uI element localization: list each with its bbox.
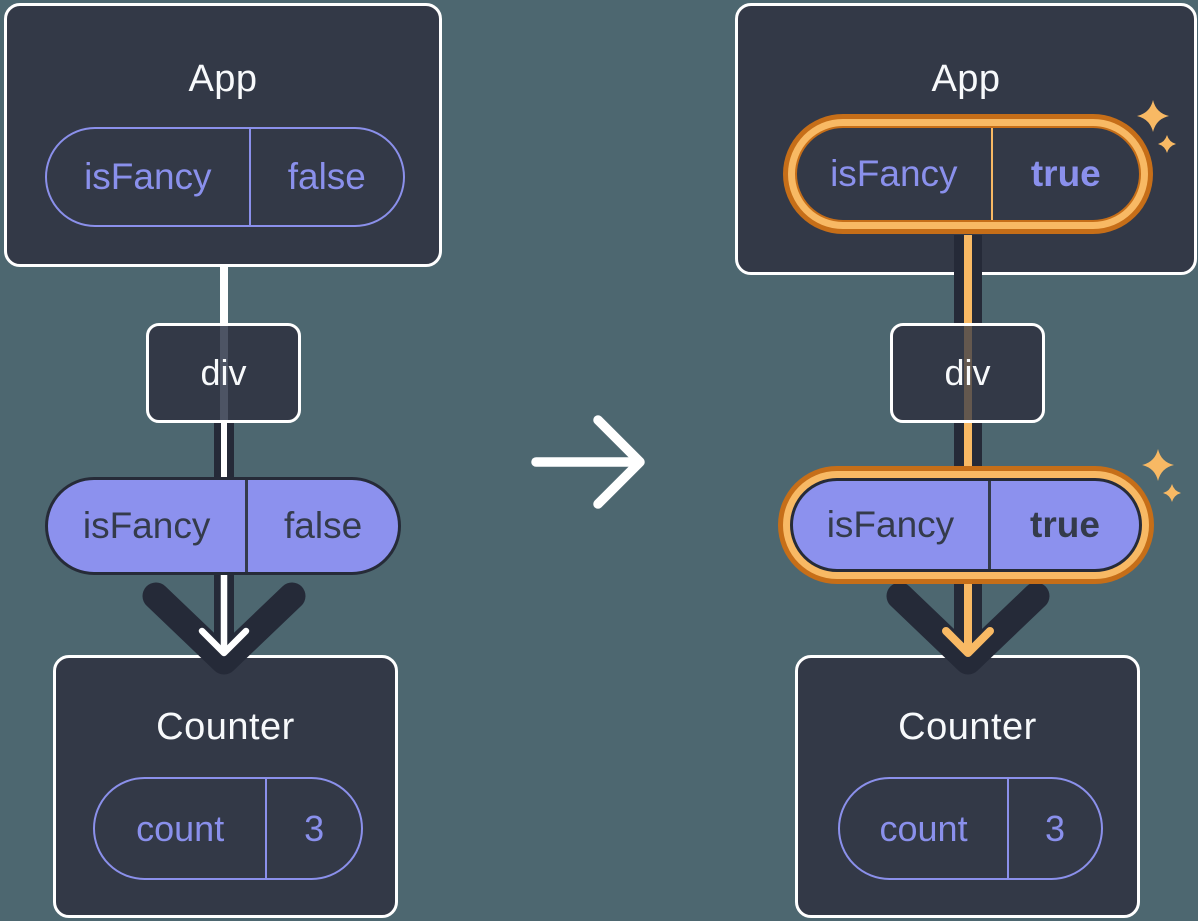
panel-after: App isFancy true div isFancy t [735,0,1198,921]
state-pill-value: false [287,156,366,197]
prop-pill-value: true [1030,504,1100,545]
panel-before: App isFancy false div isFancy false Coun… [0,0,460,921]
state-pill-name: isFancy [797,128,993,220]
counter-component-box: Counter count 3 [53,655,398,918]
state-pill-name: isFancy [47,129,251,225]
prop-line-through-div [963,326,972,420]
prop-pill-highlighted: isFancy true [778,466,1154,584]
count-pill-value: 3 [1045,807,1066,849]
count-state-pill: count 3 [838,777,1103,880]
app-component-box: App isFancy false [4,3,442,267]
dom-div-label: div [944,352,991,393]
state-pill-value: true [1030,153,1101,194]
count-pill-name: count [95,779,268,878]
prop-flow-line-core [964,421,972,483]
count-pill-name: count [840,779,1010,878]
app-state-pill-highlighted: isFancy true [783,114,1153,234]
prop-flow-line [954,235,982,325]
counter-title: Counter [898,706,1037,748]
dom-div-box: div [890,323,1045,423]
prop-pill-value: false [284,505,363,546]
dom-div-label: div [200,352,247,393]
prop-line-through-div [219,326,228,420]
app-title: App [931,58,1001,100]
prop-flow-line-core [221,421,227,483]
app-title: App [188,58,258,100]
prop-flow-line-core [964,235,972,325]
prop-pill-name: isFancy [793,481,991,569]
count-state-pill: count 3 [93,777,363,880]
prop-pill: isFancy false [45,477,401,575]
down-arrow-icon [142,568,306,675]
counter-title: Counter [156,706,295,748]
sparkle-icon [1137,100,1176,153]
counter-component-box: Counter count 3 [795,655,1140,918]
right-arrow-icon [531,415,645,509]
highlight-ring: isFancy true [783,471,1149,579]
tree-edge-line [220,266,228,325]
dom-div-box: div [146,323,301,423]
app-state-pill: isFancy false [45,127,405,227]
prop-pill-name: isFancy [48,480,249,572]
count-pill-value: 3 [304,807,325,849]
highlight-ring: isFancy true [788,119,1148,229]
prop-flow-line [214,421,234,483]
sparkle-icon [1142,449,1181,502]
down-arrow-icon [886,568,1050,675]
